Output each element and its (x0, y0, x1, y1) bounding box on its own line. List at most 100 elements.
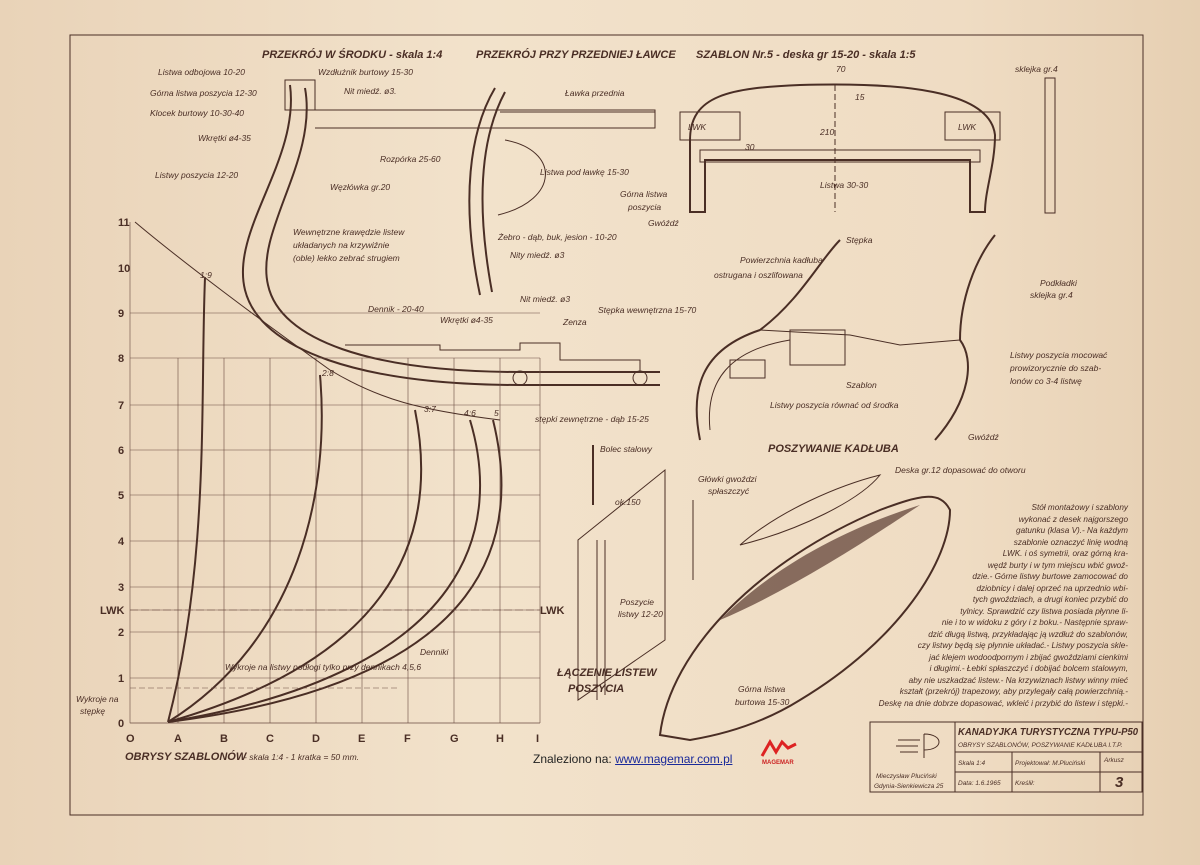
label-gorna-listwa-poszycia-1: Górna listwa (620, 189, 668, 199)
note-line: aby nie uszkadzać listew.- Na krzywiznac… (908, 675, 1128, 685)
tb-date: Data: 1.6.1965 (958, 780, 1001, 787)
label-klocek: Klocek burtowy 10-30-40 (150, 108, 244, 118)
label-gwozdz: Gwóźdź (648, 218, 679, 228)
label-wkretki-1: Wkrętki ø4-35 (198, 133, 251, 143)
label-poszycie-1: Poszycie (620, 597, 654, 607)
note-line: LWK. i oś symetrii, oraz górną kra- (1002, 549, 1128, 558)
curve-label-4-6: 4:6 (464, 408, 476, 418)
label-listwy-mocowac-2: prowizorycznie do szab- (1009, 363, 1101, 373)
label-listwa-odbojowa: Listwa odbojowa 10-20 (158, 67, 245, 77)
note-line: dziobnicy i dalej oprzeć na uprzednio wb… (976, 583, 1128, 593)
frame-border (69, 34, 1144, 816)
watermark-prefix: Znaleziono na: (533, 752, 612, 766)
note-line: czy listwy będą się płynnie układać.- Li… (917, 641, 1128, 650)
label-gorna-listwa: Górna listwa poszycia 12-30 (150, 88, 257, 98)
y-tick-label: 10 (118, 263, 130, 275)
x-tick-label: H (496, 733, 504, 745)
joining-drawing (577, 445, 694, 701)
y-tick-label: 4 (118, 536, 125, 548)
label-wzdluznik: Wzdłużnik burtowy 15-30 (318, 67, 413, 77)
label-listwy-mocowac-1: Listwy poszycia mocować (1010, 350, 1108, 360)
x-tick-label: O (126, 733, 135, 745)
y-tick-label: 7 (118, 400, 124, 412)
label-podkladki-2: sklejka gr.4 (1030, 290, 1073, 300)
label-glowki-1: Główki gwoździ (698, 474, 758, 484)
outlines-scale: - skala 1:4 - 1 kratka = 50 mm. (244, 752, 359, 762)
label-podkladki-1: Podkładki (1040, 278, 1078, 288)
logo-wings-icon (896, 739, 920, 753)
outline-grid (129, 221, 541, 724)
tb-sheet-label: Arkusz (1103, 757, 1125, 764)
x-tick-label: A (174, 733, 182, 745)
label-listwa-pod-lawke: Listwa pod ławkę 15-30 (540, 167, 629, 177)
y-tick-label: 8 (118, 353, 124, 365)
label-listwy-poszycia: Listwy poszycia 12-20 (155, 170, 238, 180)
watermark-link[interactable]: www.magemar.com.pl (615, 752, 733, 766)
note-line: nie i to w widoku z góry i z boku.- Nast… (941, 618, 1128, 627)
label-lwk-left: LWK (688, 122, 706, 132)
label-stepka-zew: stępki zewnętrzne - dąb 15-25 (535, 414, 649, 424)
dim-15: 15 (855, 92, 865, 102)
note-line: gatunku (klasa V).- Na każdym (1016, 526, 1128, 535)
note-line: Deskę na dnie dobrze dopasować, wkleić i… (878, 698, 1128, 708)
label-wykroje-dennikach: Wykroje na listwy podłogi tylko przy den… (225, 662, 421, 672)
label-wewnetrzne-2: układanych na krzywiźnie (293, 240, 390, 250)
note-line: dzić długą listwą, przykładając ją wzdłu… (928, 629, 1128, 639)
label-dennik: Dennik - 20-40 (368, 304, 424, 314)
label-lawka: Ławka przednia (565, 88, 625, 98)
note-line: tylnicy. Sprawdzić czy listwa posiada pł… (960, 606, 1128, 616)
title-mid-section: PRZEKRÓJ W ŚRODKU - skala 1:4 (262, 48, 442, 61)
logo-p-icon (923, 733, 940, 758)
x-tick-label: C (266, 733, 274, 745)
y-tick-label: LWK (100, 605, 124, 617)
y-tick-label: 5 (118, 490, 124, 502)
note-line: jać klejem wodoodpornym i zbijać gwoździ… (929, 652, 1128, 662)
dim-30: 30 (745, 142, 755, 152)
label-szablon: Szablon (846, 380, 877, 390)
tb-drawn: Kreślił: (1015, 780, 1035, 787)
label-wkretki-2: Wkrętki ø4-35 (440, 315, 493, 325)
x-tick-label: I (536, 733, 539, 745)
label-gwozdz-2: Gwóźdź (968, 432, 999, 442)
label-wykroje-stepke-2: stępkę (80, 706, 105, 716)
y-tick-label: 6 (118, 445, 124, 457)
title-joining-2: POSZYCIA (568, 683, 624, 695)
note-line: i długimi.- Łebki spłaszczyć i dobijać b… (929, 664, 1128, 673)
dim-210: 210 (819, 127, 834, 137)
x-tick-label: B (220, 733, 228, 745)
label-lwk-right: LWK (958, 122, 976, 132)
watermark: Znaleziono na: www.magemar.com.pl (533, 752, 732, 766)
note-line: tych gwoździach, a drugi koniec przybić … (972, 595, 1128, 604)
note-line: wykonać z desek najgorszego (1018, 514, 1128, 524)
label-deska: Deska gr.12 dopasować do otworu (895, 465, 1026, 475)
label-wykroje-stepke-1: Wykroje na (76, 694, 119, 704)
instructions-note: Stół montażowy i szablony wykonać z desek… (760, 502, 1128, 709)
note-line: kształt (przekrój) trapezowy, aby przyle… (899, 687, 1128, 696)
mid-section-hull (242, 79, 660, 386)
dim-150: ok.150 (615, 497, 641, 507)
label-wezlowka: Węzłówka gr.20 (330, 182, 390, 192)
magemar-logo: MAGEMAR (758, 738, 798, 766)
hull-plank-drawing (658, 474, 952, 742)
label-powierzchnia-1: Powierzchnia kadłuba (740, 255, 823, 265)
label-wewnetrzne-1: Wewnętrzne krawędzie listew (293, 227, 405, 237)
x-tick-label: D (312, 733, 320, 745)
tb-author-1: Mieczysław Pluciński (876, 773, 937, 780)
label-wewnetrzne-3: (oble) lekko zebrać strugiem (293, 253, 400, 263)
label-gorna-burtowa-1: Górna listwa (738, 684, 786, 694)
y-tick-label: 1 (118, 673, 124, 685)
y-tick-label: 3 (118, 582, 124, 594)
label-bolec: Bolec stalowy (600, 444, 653, 454)
label-poszycie-2: listwy 12-20 (618, 609, 663, 619)
label-nity: Nity miedź. ø3 (510, 250, 565, 260)
note-line: Stół montażowy i szablony (1031, 503, 1128, 512)
label-zebro: Żebro - dąb, buk, jesion - 10-20 (497, 232, 617, 242)
y-tick-label: 0 (118, 718, 124, 730)
lwk-right-label: LWK (540, 605, 564, 617)
label-glowki-2: spłaszczyć (708, 486, 750, 496)
label-stepka: Stępka (846, 235, 873, 245)
tb-title: KANADYJKA TURYSTYCZNA TYPU-P50 (958, 727, 1138, 738)
title-joining-1: ŁĄCZENIE LISTEW (556, 667, 658, 679)
tb-subtitle: OBRYSY SZABLONÓW, POSZYWANIE KADŁUBA I.T… (958, 740, 1123, 749)
